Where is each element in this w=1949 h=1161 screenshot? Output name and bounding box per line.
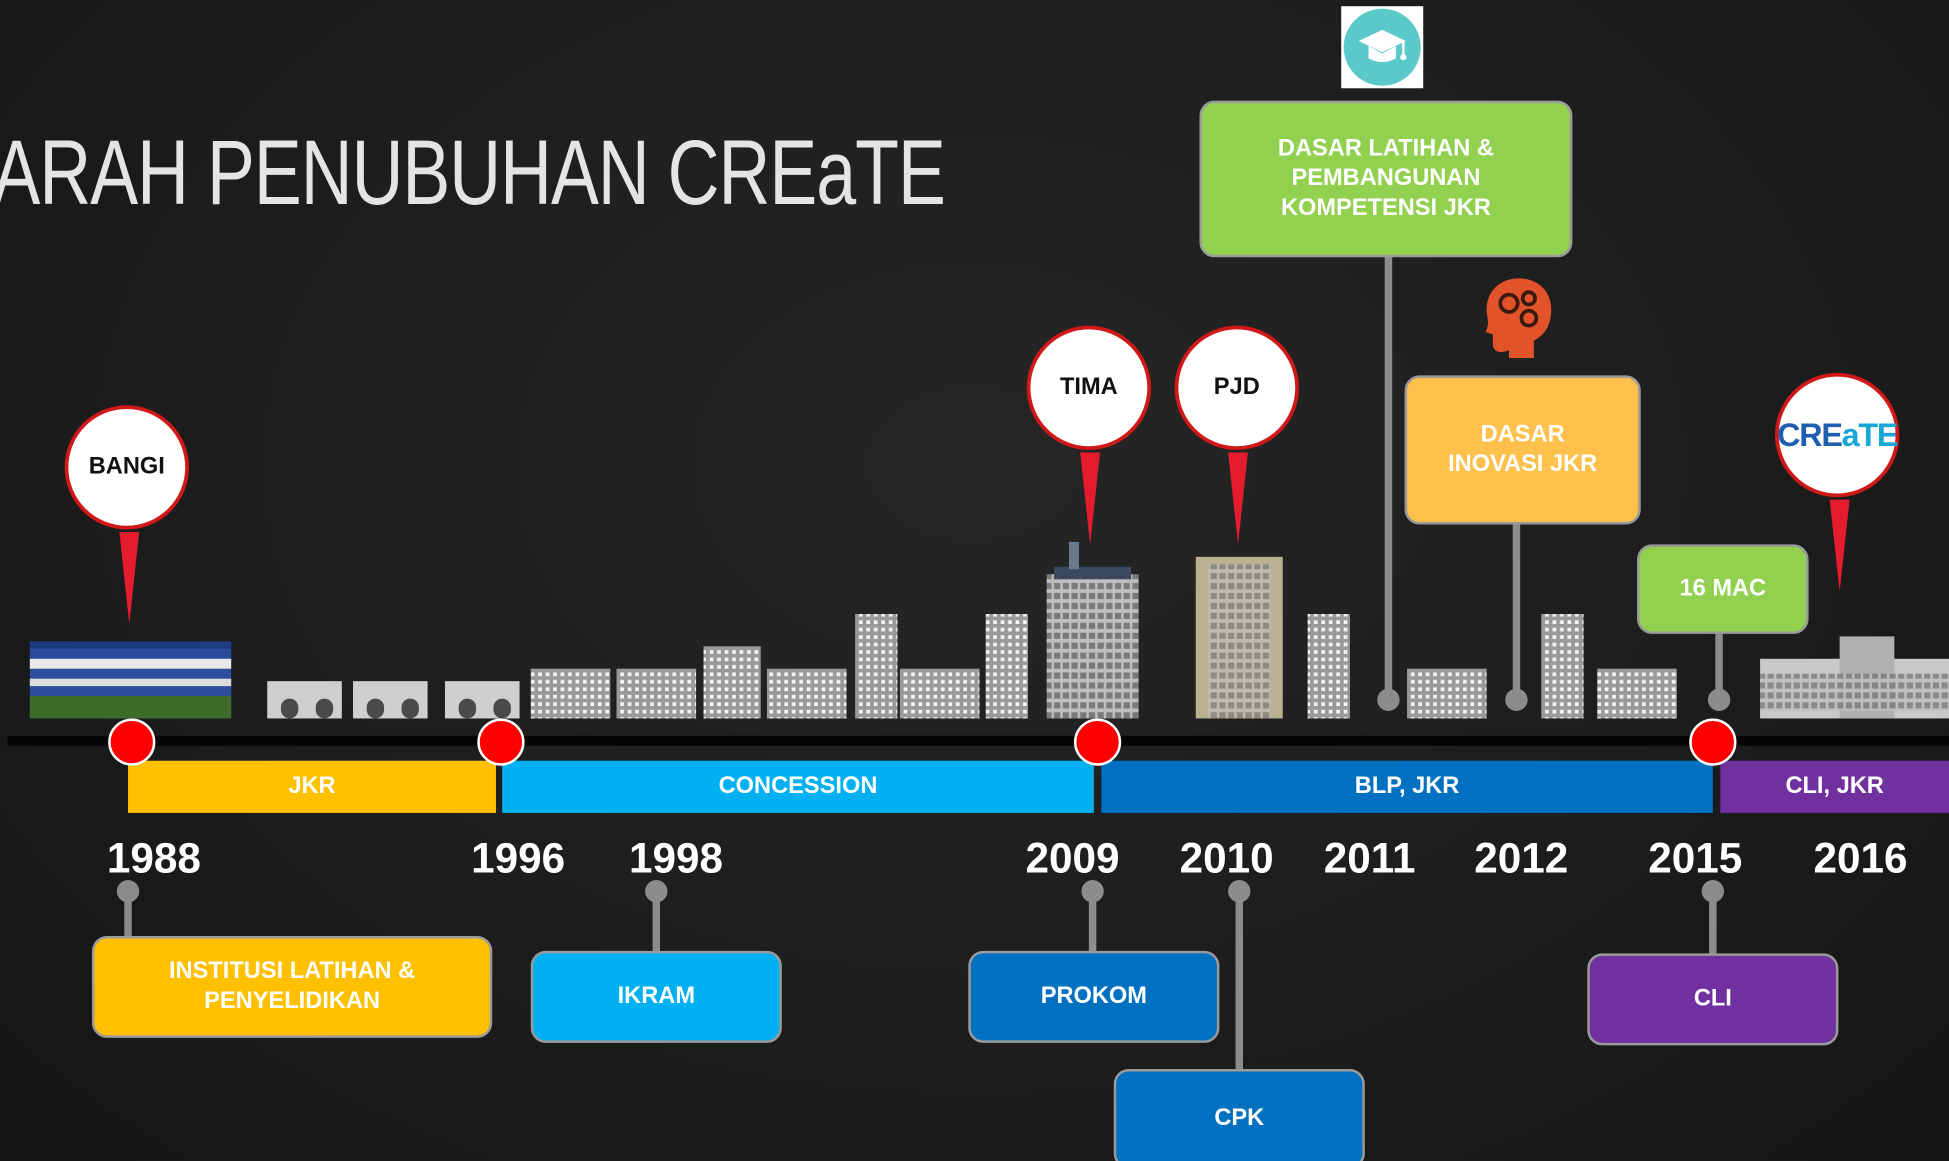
box-ikram: IKRAM — [530, 950, 782, 1043]
connector-stem — [1715, 631, 1723, 698]
tima-tower-image — [1046, 541, 1139, 719]
connector-stem — [1384, 254, 1393, 698]
connector-stem — [1235, 889, 1243, 1072]
year-label: 2009 — [1025, 835, 1120, 883]
pin-bangi: BANGI — [64, 405, 189, 530]
period-label: CONCESSION — [718, 773, 878, 800]
connector-dot — [1505, 688, 1528, 711]
box-institusi-latihan: INSTITUSI LATIHAN & PENYELIDIKAN — [91, 935, 493, 1038]
box-label: CPK — [1214, 1105, 1265, 1132]
pin-label: TIMA — [1060, 374, 1118, 401]
timeline-axis — [7, 735, 1949, 746]
connector-stem — [1709, 889, 1717, 955]
box-label: INSTITUSI LATIHAN & PENYELIDIKAN — [168, 958, 416, 1015]
period-label: CLI, JKR — [1785, 773, 1884, 800]
year-label: 1996 — [471, 835, 566, 883]
milestone-dot-1988 — [108, 718, 156, 766]
period-label: JKR — [288, 773, 336, 800]
year-label: 1988 — [106, 835, 201, 883]
pin-needle — [1080, 452, 1101, 545]
box-label: 16 MAC — [1679, 575, 1767, 602]
bangi-campus-image — [29, 641, 232, 719]
pin-create-logo: CREaTE — [1775, 372, 1900, 498]
connector-dot — [1707, 688, 1731, 711]
period-band-concession: CONCESSION — [502, 760, 1094, 813]
year-label: 2011 — [1323, 835, 1416, 883]
year-label: 2010 — [1179, 835, 1274, 883]
milestone-dot-1996 — [477, 718, 525, 766]
pin-label: PJD — [1213, 374, 1260, 401]
connector-stem — [652, 889, 661, 953]
year-label: 2015 — [1648, 835, 1743, 883]
connector-stem — [1088, 889, 1097, 953]
period-band-blp: BLP, JKR — [1101, 760, 1713, 813]
brain-gears-icon — [1485, 278, 1552, 358]
box-16-mac: 16 MAC — [1637, 544, 1809, 634]
connector-stem — [1512, 522, 1521, 698]
period-label: BLP, JKR — [1354, 773, 1460, 800]
period-band-cli: CLI, JKR — [1720, 760, 1949, 813]
buildings-skyline — [29, 541, 1949, 719]
pjd-tower-image — [1195, 556, 1283, 719]
year-label: 2012 — [1474, 835, 1569, 883]
pin-pjd: PJD — [1174, 325, 1299, 450]
connector-dot — [1377, 688, 1400, 711]
box-label: DASAR LATIHAN & PEMBANGUNAN KOMPETENSI J… — [1277, 135, 1494, 222]
connector-stem — [124, 889, 132, 938]
milestone-dot-2009 — [1073, 718, 1122, 766]
year-label: 1998 — [628, 835, 723, 883]
box-label: PROKOM — [1040, 983, 1147, 1010]
box-label: DASAR INOVASI JKR — [1448, 421, 1598, 478]
pin-needle — [1228, 452, 1248, 545]
box-dasar-latihan: DASAR LATIHAN & PEMBANGUNAN KOMPETENSI J… — [1199, 100, 1573, 258]
box-cpk: CPK — [1113, 1068, 1365, 1161]
pin-tima: TIMA — [1026, 325, 1152, 450]
pin-needle — [1829, 499, 1850, 592]
milestone-dot-2015 — [1689, 718, 1737, 766]
pin-needle — [119, 532, 140, 624]
house-shapes — [267, 681, 520, 719]
box-dasar-inovasi: DASAR INOVASI JKR — [1404, 375, 1641, 525]
create-logo: CREaTE — [1777, 415, 1898, 454]
box-label: IKRAM — [617, 983, 696, 1010]
office-blocks — [530, 614, 1677, 719]
slide-title: ARAH PENUBUHAN CREaTE — [0, 120, 946, 224]
box-label: CLI — [1693, 985, 1732, 1012]
box-cli: CLI — [1587, 953, 1839, 1046]
graduation-cap-icon — [1341, 6, 1424, 89]
year-label: 2016 — [1813, 835, 1908, 883]
period-band-jkr: JKR — [128, 760, 496, 813]
box-prokom: PROKOM — [968, 950, 1220, 1043]
create-building-image — [1760, 636, 1949, 719]
pin-label: BANGI — [88, 453, 165, 480]
